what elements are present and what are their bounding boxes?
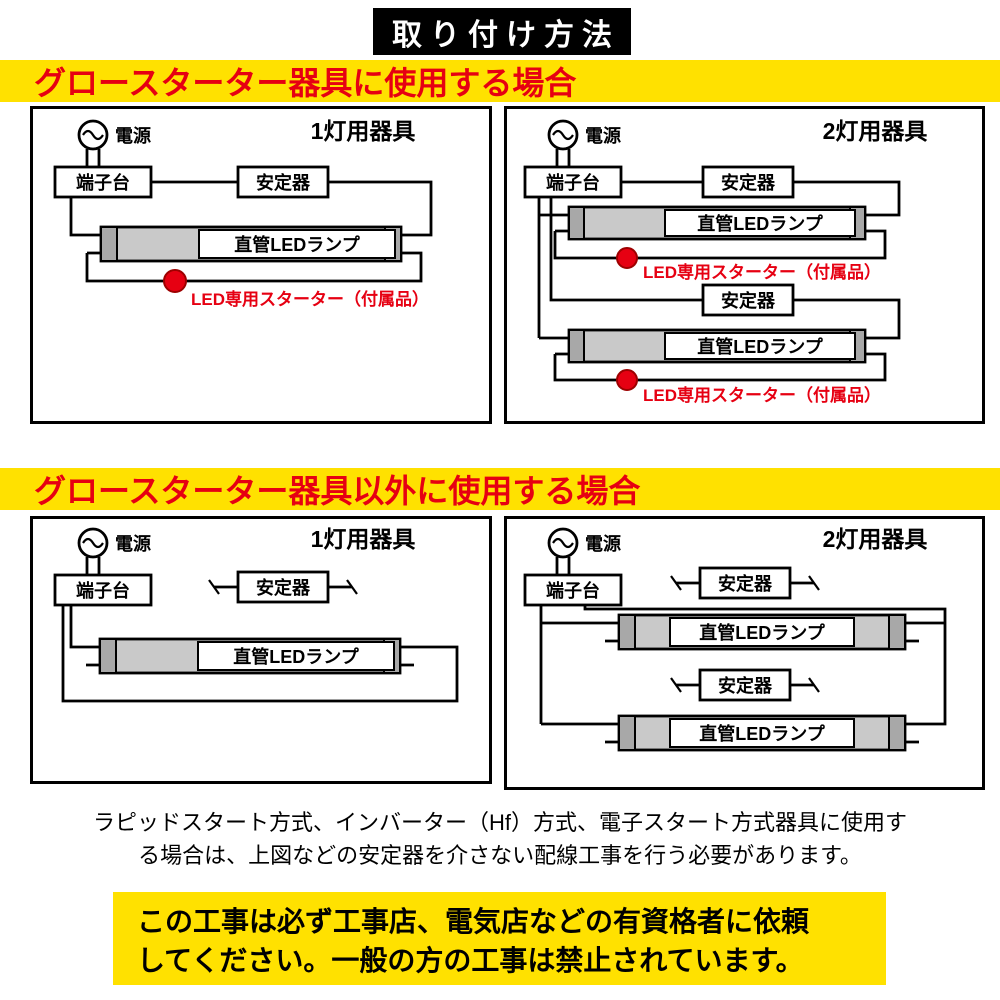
lamp-label: 直管LEDランプ <box>234 234 360 255</box>
power-source-icon <box>547 527 579 559</box>
diagram-title: 1灯用器具 <box>311 526 416 552</box>
wiring <box>69 149 433 283</box>
power-source-icon <box>547 119 579 151</box>
diagram-other-one-lamp-box: 1灯用器具 電源 端子台 安定器 直管LEDラ <box>30 516 492 784</box>
note-line-2: る場合は、上図などの安定器を介さない配線工事を行う必要があります。 <box>138 843 862 868</box>
ballast-2-disconnected <box>670 668 820 702</box>
power-label: 電源 <box>115 533 151 554</box>
led-lamp-tube-1 <box>555 205 879 241</box>
page-title: 取り付け方法 <box>373 8 631 55</box>
section-glow-heading-banner: グロースターター器具に使用する場合 <box>0 60 1000 102</box>
lamp-1-label: 直管LEDランプ <box>697 213 823 234</box>
terminal-block-label: 端子台 <box>546 580 600 601</box>
diagram-glow-two-lamp-box: 2灯用器具 電源 端子台 安定器 <box>504 106 985 424</box>
section-glow-heading: グロースターター器具に使用する場合 <box>34 65 577 101</box>
warning-box: この工事は必ず工事店、電気店などの有資格者に依頼 してください。一般の方の工事は… <box>113 892 886 985</box>
terminal-block-label: 端子台 <box>546 172 600 193</box>
terminal-block-box <box>53 573 153 607</box>
warning-line-1: この工事は必ず工事店、電気店などの有資格者に依頼 <box>137 906 810 937</box>
diagram-glow-one-lamp: 1灯用器具 電源 端子台 安定器 直管LEDランプ <box>53 118 433 309</box>
starter-1-label: LED専用スターター（付属品） <box>643 262 881 282</box>
led-lamp-tube <box>87 225 415 263</box>
wiring <box>61 557 459 703</box>
terminal-block-label: 端子台 <box>76 172 130 193</box>
lamp-2-label: 直管LEDランプ <box>699 723 825 744</box>
ballast-box <box>236 165 330 199</box>
power-source-icon <box>77 119 109 151</box>
section-other-heading-banner: グロースターター器具以外に使用する場合 <box>0 468 1000 510</box>
starter-label: LED専用スターター（付属品） <box>191 289 429 309</box>
lamp-2-label: 直管LEDランプ <box>697 336 823 357</box>
ballast-label: 安定器 <box>256 577 311 598</box>
note-line-1: ラピッドスタート方式、インバーター（Hf）方式、電子スタート方式器具に使用す <box>92 810 907 835</box>
terminal-block-box <box>53 165 153 199</box>
ballast-disconnected <box>208 570 358 604</box>
led-lamp-tube-2 <box>555 328 879 364</box>
diagram-title: 2灯用器具 <box>823 118 928 144</box>
note-paragraph: ラピッドスタート方式、インバーター（Hf）方式、電子スタート方式器具に使用す る… <box>0 806 1000 872</box>
power-label: 電源 <box>585 533 621 554</box>
power-source-icon <box>77 527 109 559</box>
diagram-glow-one-lamp-box: 1灯用器具 電源 端子台 安定器 直管LEDランプ <box>30 106 492 424</box>
lamp-label: 直管LEDランプ <box>233 646 359 667</box>
wiring <box>539 557 947 726</box>
lamp-1-label: 直管LEDランプ <box>699 622 825 643</box>
terminal-block-box <box>523 573 623 607</box>
led-lamp-tube-1 <box>605 613 919 651</box>
ballast-2-box <box>701 283 795 317</box>
page-title-text: 取り付け方法 <box>392 18 620 52</box>
diagram-title: 1灯用器具 <box>311 118 416 144</box>
diagram-other-two-lamp-box: 2灯用器具 電源 端子台 安定器 <box>504 516 985 790</box>
diagram-other-one-lamp: 1灯用器具 電源 端子台 安定器 直管LEDラ <box>53 526 459 703</box>
power-label: 電源 <box>585 125 621 146</box>
ballast-1-label: 安定器 <box>718 573 773 594</box>
diagram-glow-two-lamp: 2灯用器具 電源 端子台 安定器 <box>523 118 928 405</box>
ballast-2-label: 安定器 <box>721 290 776 311</box>
ballast-1-label: 安定器 <box>721 172 776 193</box>
power-label: 電源 <box>115 125 151 146</box>
led-lamp-tube <box>86 637 414 675</box>
ballast-1-disconnected <box>670 566 820 600</box>
ballast-label: 安定器 <box>256 172 311 193</box>
terminal-block-label: 端子台 <box>76 580 130 601</box>
ballast-2-label: 安定器 <box>718 675 773 696</box>
starter-2-dot <box>616 369 638 391</box>
wiring <box>537 149 901 382</box>
terminal-block-box <box>523 165 623 199</box>
diagram-other-two-lamp: 2灯用器具 電源 端子台 安定器 <box>523 526 947 752</box>
ballast-1-box <box>701 165 795 199</box>
starter-1-dot <box>616 247 638 269</box>
starter-dot <box>163 269 187 293</box>
diagram-title: 2灯用器具 <box>823 526 928 552</box>
starter-2-label: LED専用スターター（付属品） <box>643 385 881 405</box>
section-other-heading: グロースターター器具以外に使用する場合 <box>34 473 641 509</box>
warning-line-2: してください。一般の方の工事は禁止されています。 <box>137 945 804 976</box>
led-lamp-tube-2 <box>605 714 919 752</box>
